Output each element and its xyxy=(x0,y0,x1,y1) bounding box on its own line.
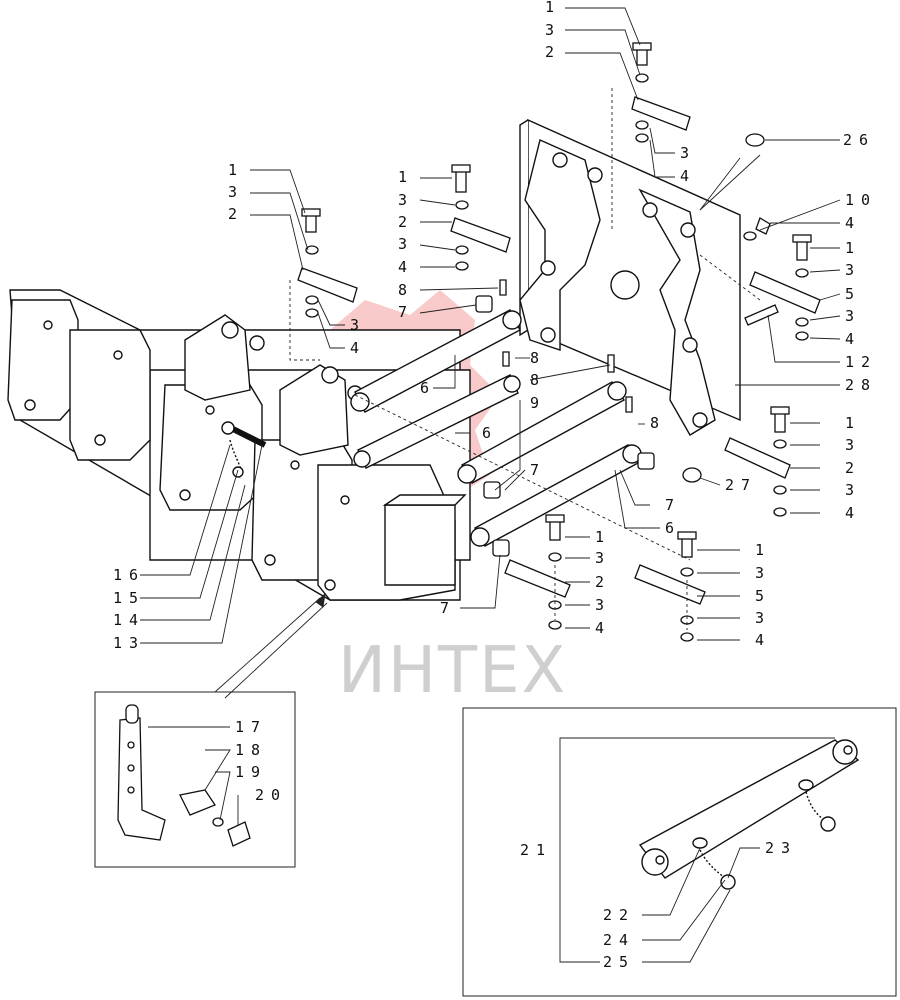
callout-8: 8 xyxy=(530,349,546,367)
callout-27: 27 xyxy=(725,476,757,494)
callout-20: 20 xyxy=(255,786,287,804)
callout-6: 6 xyxy=(665,519,681,537)
callout-4: 4 xyxy=(595,619,611,637)
callout-1: 1 xyxy=(595,528,611,546)
callout-13: 13 xyxy=(113,634,145,652)
callout-3: 3 xyxy=(755,564,771,582)
callout-3: 3 xyxy=(228,183,244,201)
callout-4: 4 xyxy=(398,258,414,276)
callout-9: 9 xyxy=(530,394,546,412)
callout-4: 4 xyxy=(845,214,861,232)
fasteners xyxy=(297,42,821,642)
callout-23: 23 xyxy=(765,839,797,857)
callout-10: 10 xyxy=(845,191,877,209)
leader-lines xyxy=(140,7,841,699)
callout-2: 2 xyxy=(545,43,561,61)
callout-18: 18 xyxy=(235,741,267,759)
callout-7: 7 xyxy=(440,599,456,617)
detail-box-left xyxy=(94,691,296,868)
callout-3: 3 xyxy=(845,436,861,454)
callout-1: 1 xyxy=(845,239,861,257)
callout-3: 3 xyxy=(350,316,366,334)
callout-5: 5 xyxy=(755,587,771,605)
callout-4: 4 xyxy=(350,339,366,357)
callout-3: 3 xyxy=(595,596,611,614)
callout-4: 4 xyxy=(845,330,861,348)
callout-2: 2 xyxy=(845,459,861,477)
callout-1: 1 xyxy=(845,414,861,432)
callout-21: 21 xyxy=(520,841,552,859)
callout-8: 8 xyxy=(650,414,666,432)
callout-1: 1 xyxy=(755,541,771,559)
callout-3: 3 xyxy=(845,307,861,325)
callout-3: 3 xyxy=(398,191,414,209)
callout-22: 22 xyxy=(603,906,635,924)
mounting-plate xyxy=(519,118,741,436)
callout-3: 3 xyxy=(755,609,771,627)
callout-labels: 1 3 2 3 4 26 1 3 2 3 4 1 3 2 3 4 8 7 6 8… xyxy=(113,0,877,971)
callout-1: 1 xyxy=(228,161,244,179)
callout-4: 4 xyxy=(680,167,696,185)
callout-3: 3 xyxy=(595,549,611,567)
callout-3: 3 xyxy=(845,481,861,499)
callout-6: 6 xyxy=(482,424,498,442)
callout-3: 3 xyxy=(845,261,861,279)
callout-12: 12 xyxy=(845,353,877,371)
detail-box-right xyxy=(462,707,897,997)
callout-6: 6 xyxy=(420,379,436,397)
callout-8: 8 xyxy=(398,281,414,299)
main-frame xyxy=(7,289,471,601)
watermark-text: ИНТЕХ xyxy=(338,634,567,708)
callout-25: 25 xyxy=(603,953,635,971)
callout-15: 15 xyxy=(113,589,145,607)
callout-2: 2 xyxy=(398,213,414,231)
callout-4: 4 xyxy=(755,631,771,649)
callout-7: 7 xyxy=(530,461,546,479)
callout-17: 17 xyxy=(235,718,267,736)
callout-8: 8 xyxy=(530,371,546,389)
callout-3: 3 xyxy=(398,235,414,253)
callout-7: 7 xyxy=(398,303,414,321)
callout-19: 19 xyxy=(235,763,267,781)
callout-7: 7 xyxy=(665,496,681,514)
link-arms xyxy=(350,309,642,547)
callout-16: 16 xyxy=(113,566,145,584)
callout-26: 26 xyxy=(843,131,875,149)
callout-1: 1 xyxy=(398,168,414,186)
callout-5: 5 xyxy=(845,285,861,303)
callout-4: 4 xyxy=(845,504,861,522)
callout-2: 2 xyxy=(228,205,244,223)
callout-3: 3 xyxy=(545,21,561,39)
callout-1: 1 xyxy=(545,0,561,16)
callout-3: 3 xyxy=(680,144,696,162)
callout-14: 14 xyxy=(113,611,145,629)
callout-24: 24 xyxy=(603,931,635,949)
callout-28: 28 xyxy=(845,376,877,394)
callout-2: 2 xyxy=(595,573,611,591)
